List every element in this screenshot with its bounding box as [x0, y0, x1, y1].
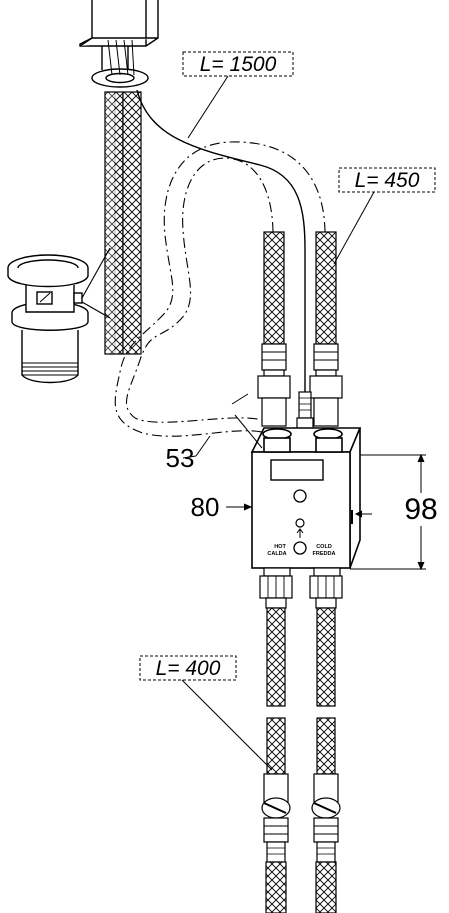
cold-label-italian: FREDDA: [313, 551, 336, 557]
dim-height-background: [402, 493, 440, 526]
dimension-leaders: [139, 51, 436, 771]
flex-hose-hot: [257, 231, 291, 427]
faucet-body: [79, 0, 159, 88]
outlet-hose-hot: [259, 567, 293, 913]
popup-drain-valve: [7, 247, 111, 384]
dim-supply-hose-length: L= 1500: [200, 53, 277, 76]
dim-height: 98: [404, 493, 437, 526]
control-box: [250, 427, 362, 569]
dim-flex-hose-length: L= 450: [355, 169, 420, 192]
alternate-hose-route: [125, 157, 274, 423]
cold-label: COLD: [316, 544, 332, 550]
outlet-hose-cold: [309, 567, 343, 913]
dim-depth: 53: [166, 443, 195, 473]
alternate-hose-route-inner: [114, 141, 326, 437]
sensor-cable: [136, 89, 306, 395]
sensor-connector: [296, 391, 314, 431]
dim-outlet-hose-length: L= 400: [156, 657, 221, 680]
flex-hose-cold: [309, 231, 343, 427]
faucet-supply-hoses: [104, 91, 142, 355]
dim-width: 80: [191, 492, 220, 522]
hot-label-italian: CALDA: [267, 551, 286, 557]
hot-label: HOT: [274, 544, 286, 550]
